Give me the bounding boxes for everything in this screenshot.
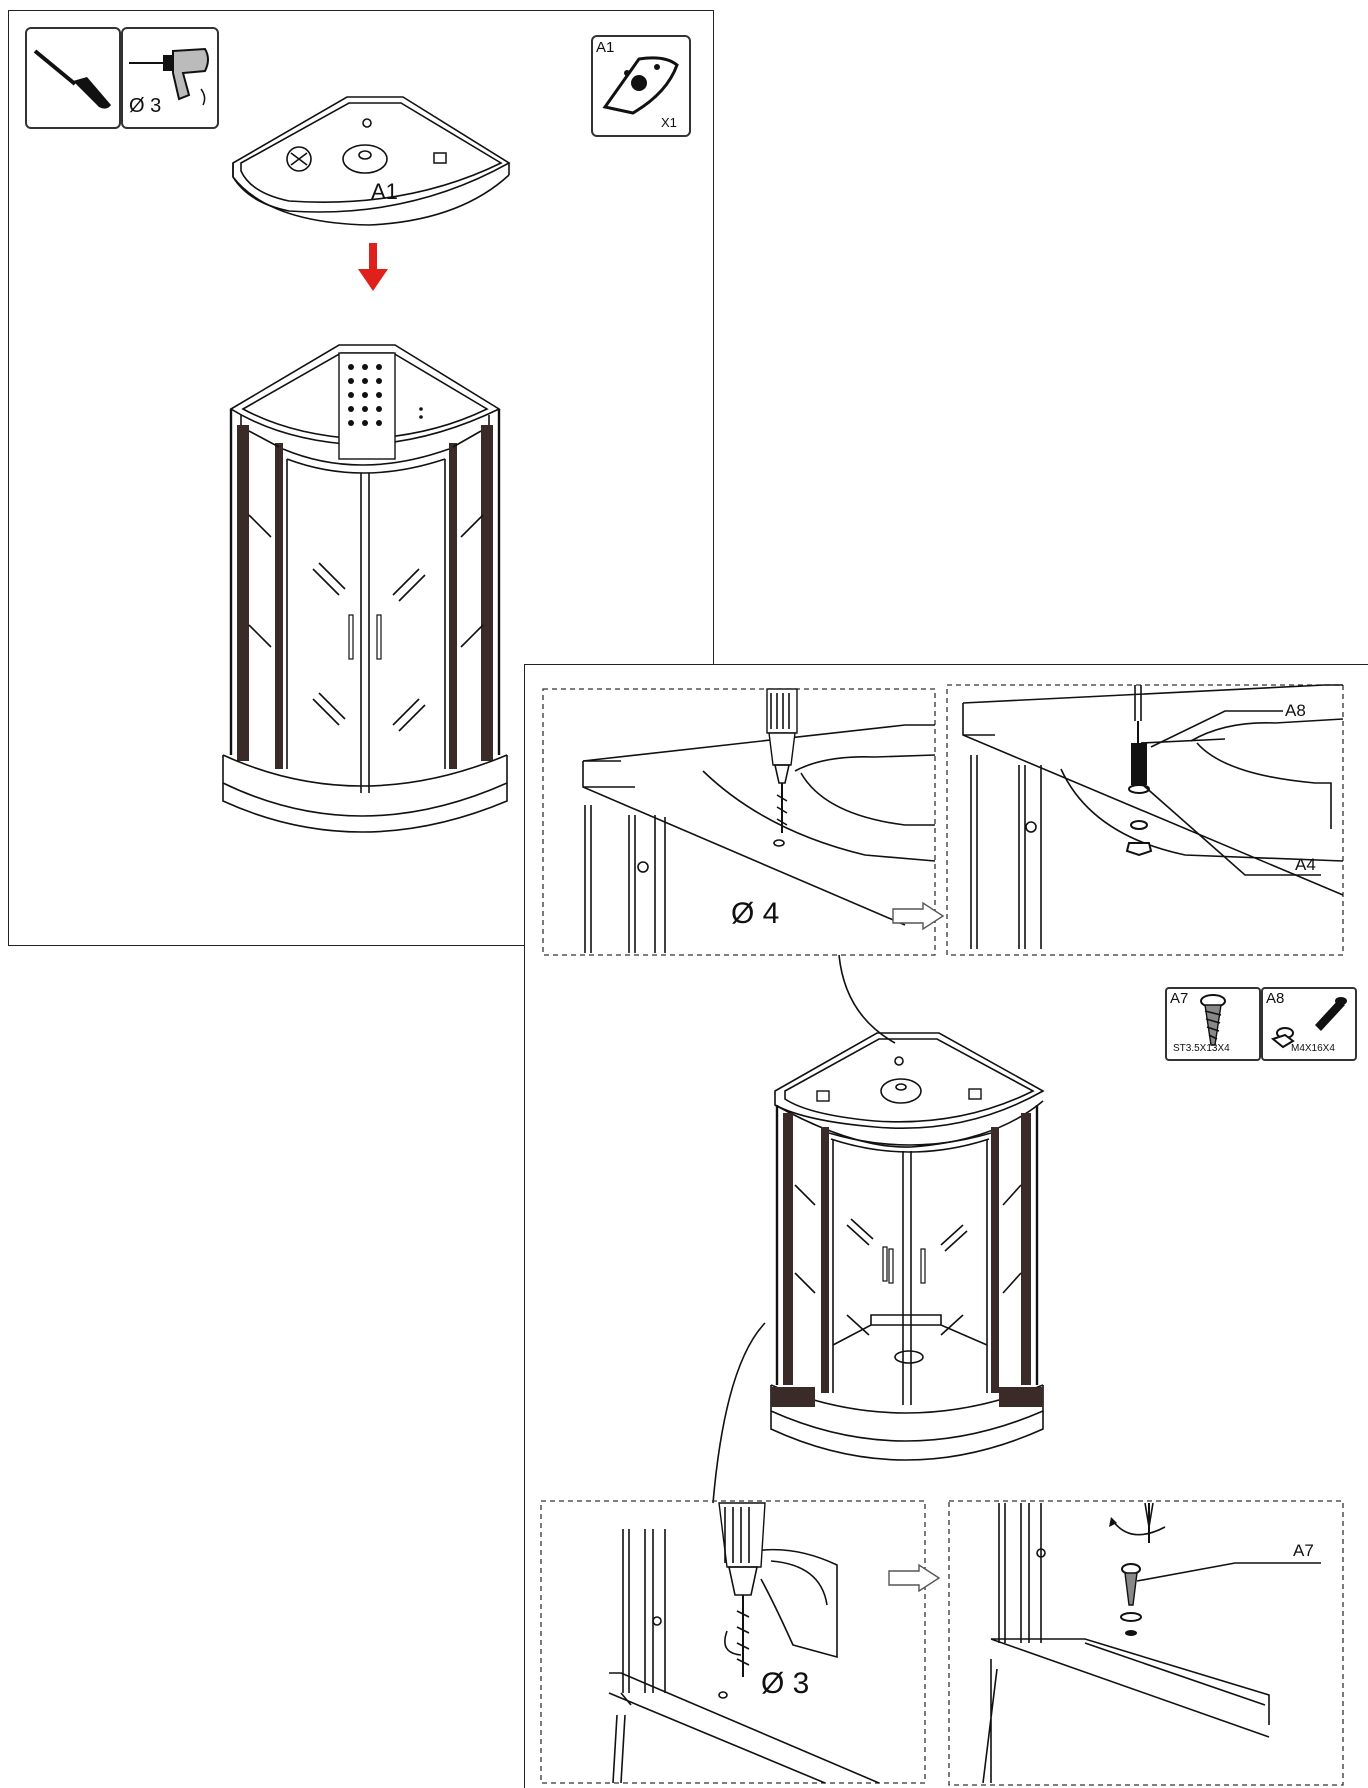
part-a7-code: A7 <box>1170 990 1189 1007</box>
shower-cabin-step2 <box>712 954 1045 1504</box>
shower-cabin-step1 <box>222 344 508 833</box>
part-a8-code: A8 <box>1266 990 1285 1007</box>
roof-part-a1-drawing <box>232 96 511 226</box>
detail-screw-base <box>948 1500 1344 1786</box>
label-a7: A7 <box>1293 1541 1314 1560</box>
part-a1-qty: X1 <box>661 115 677 130</box>
detail-drill-base <box>540 1500 926 1784</box>
drill-size-top: Ø 4 <box>731 897 780 930</box>
arrow-down-icon <box>358 243 388 291</box>
step1-panel: Ø 3 A1 X1 A1 <box>8 10 714 946</box>
screwdriver-icon <box>33 49 111 109</box>
drill-icon <box>129 47 209 106</box>
detail-drill-roof <box>542 688 936 956</box>
label-a4: A4 <box>1295 855 1316 874</box>
drill-size-bottom: Ø 3 <box>761 1667 810 1700</box>
part-a1-code: A1 <box>596 39 615 56</box>
step2-panel: Ø 4 A8 A4 A7 ST <box>524 664 1368 1788</box>
drill-tool-box: Ø 3 <box>121 27 219 129</box>
part-a8-spec: M4X16X4 <box>1291 1043 1335 1054</box>
arrow-right-icon <box>888 1563 941 1593</box>
arrow-right-icon <box>892 901 945 931</box>
screwdriver-tool-box <box>25 27 121 129</box>
part-a8-box: A8 M4X16X4 <box>1261 987 1357 1061</box>
part-a1-box: A1 X1 <box>591 35 691 137</box>
corner-roof-part-icon <box>602 56 679 115</box>
self-tapping-screw-icon <box>1200 994 1226 1046</box>
part-a7-box: A7 ST3.5X13X4 <box>1165 987 1261 1061</box>
bolt-nut-icon <box>1270 997 1347 1049</box>
detail-bolt-roof <box>946 684 1344 956</box>
roof-label-a1: A1 <box>371 179 398 204</box>
label-a8: A8 <box>1285 701 1306 720</box>
part-a7-spec: ST3.5X13X4 <box>1173 1043 1230 1054</box>
drill-size-label: Ø 3 <box>129 95 162 117</box>
